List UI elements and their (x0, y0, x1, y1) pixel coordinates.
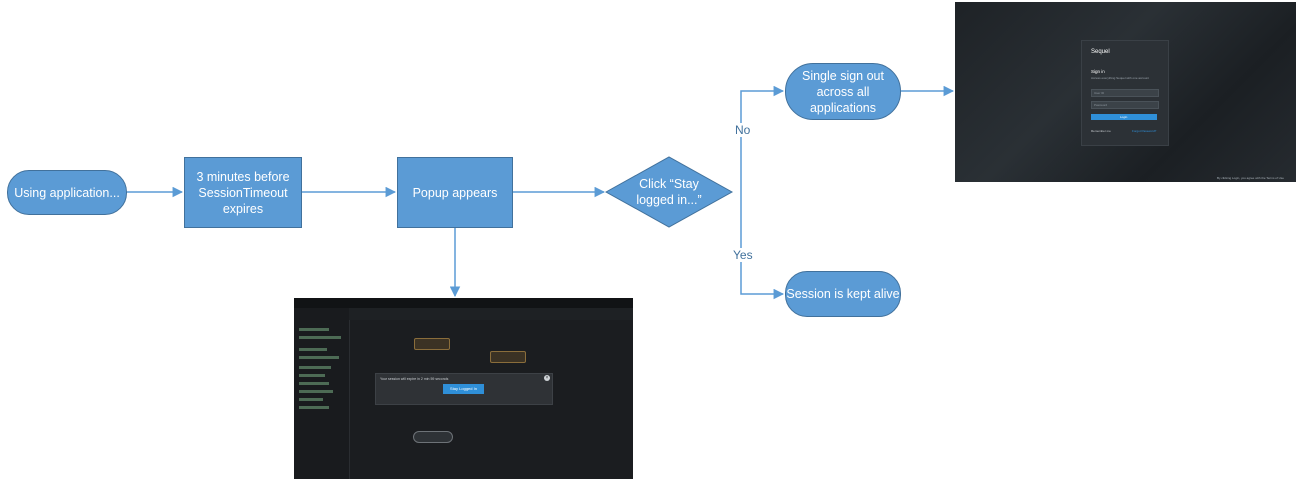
alive-node: Session is kept alive (785, 271, 901, 317)
signout-node: Single sign out across all applications (785, 63, 901, 120)
workflow-node (414, 338, 450, 350)
popup-node-label: Popup appears (412, 185, 498, 200)
brand-logo: Sequel (1091, 49, 1110, 55)
app-top-bar (294, 298, 633, 308)
sidebar-row (299, 398, 323, 401)
sidebar-row (299, 348, 327, 351)
session-expiry-message: Your session will expire in 2 min 59 sec… (380, 377, 449, 381)
sidebar-row (299, 336, 341, 339)
login-card: Sequel Sign in Access everything Sequel … (1081, 40, 1169, 146)
edge-label-yes: Yes (731, 248, 755, 262)
password-field[interactable]: Password (1091, 101, 1159, 109)
user-id-field[interactable]: User ID (1091, 89, 1159, 97)
timeout-node: 3 minutes before SessionTimeout expires (184, 157, 302, 228)
sidebar-row (299, 356, 339, 359)
start-node: Using application... (7, 170, 127, 215)
popup-node: Popup appears (397, 157, 513, 228)
decision-diamond (604, 156, 734, 228)
app-sidebar (294, 308, 350, 479)
sidebar-row (299, 390, 333, 393)
remember-me-checkbox[interactable]: Remember me (1091, 129, 1111, 133)
edge-decision-yes (740, 192, 785, 300)
edge-label-no: No (733, 123, 753, 137)
workflow-node (413, 431, 453, 443)
sidebar-row (299, 328, 329, 331)
popup-screenshot: Your session will expire in 2 min 59 sec… (294, 298, 633, 479)
login-button[interactable]: Login (1091, 114, 1157, 120)
stay-logged-in-button[interactable]: Stay Logged In (443, 384, 484, 394)
user-id-placeholder: User ID (1094, 91, 1105, 95)
start-node-label: Using application... (14, 185, 120, 200)
sidebar-row (299, 366, 331, 369)
decision-node: Click “Stay logged in...” (621, 172, 717, 212)
password-placeholder: Password (1094, 103, 1108, 107)
workflow-node (490, 351, 526, 363)
login-footer: By clicking Login, you agree with the Te… (1217, 176, 1284, 180)
login-button-label: Login (1120, 115, 1128, 119)
sidebar-row (299, 374, 325, 377)
sidebar-row (299, 382, 329, 385)
close-icon[interactable]: × (544, 375, 550, 381)
edge-decision-no (740, 85, 785, 192)
sidebar-row (299, 406, 329, 409)
login-screenshot: Sequel Sign in Access everything Sequel … (955, 2, 1296, 182)
alive-node-label: Session is kept alive (786, 287, 900, 301)
signout-node-label: Single sign out across all applications (801, 68, 884, 115)
signin-subtitle: Access everything Sequel with one accoun… (1091, 76, 1149, 80)
forgot-password-link[interactable]: Forgot Password? (1132, 129, 1157, 133)
timeout-node-label: 3 minutes before SessionTimeout expires (196, 169, 290, 216)
signin-heading: Sign in (1091, 69, 1105, 74)
decision-node-label: Click “Stay logged in...” (636, 177, 702, 207)
session-expiry-dialog: Your session will expire in 2 min 59 sec… (375, 373, 553, 405)
app-toolbar (349, 308, 633, 320)
